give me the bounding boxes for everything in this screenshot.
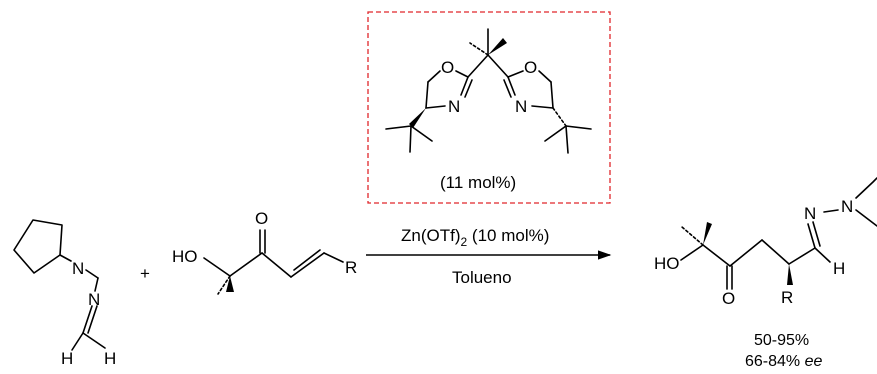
ee-value: 66-84% — [745, 353, 805, 370]
hydrazone-n2-label: N — [88, 290, 100, 309]
reagent-subscript: 2 — [461, 235, 468, 249]
product-r-label: R — [781, 288, 793, 307]
product-n2-label: N — [841, 197, 853, 216]
catalyst-box-ligand: O N O N — [385, 28, 592, 154]
plus-sign: + — [140, 264, 150, 283]
ee-italic: ee — [805, 353, 823, 370]
hydrazone-n1-label: N — [72, 259, 84, 278]
reactant-enone: HO O R — [172, 209, 357, 295]
reagent-suffix: (10 mol%) — [467, 226, 549, 245]
hydrazone-h2-label: H — [104, 349, 116, 368]
product-n1-label: N — [804, 204, 816, 223]
product-ho-label: HO — [654, 254, 680, 273]
yield-label: 50-95% — [754, 332, 809, 349]
reagent-label: Zn(OTf)2 (10 mol%) — [401, 226, 549, 249]
enone-ho-label: HO — [172, 247, 198, 266]
hydrazone-h1-label: H — [61, 349, 73, 368]
enone-o-label: O — [255, 209, 268, 228]
reactant-hydrazone: N N H H — [13, 219, 116, 368]
catalyst-loading-label: (11 mol%) — [440, 173, 516, 192]
catalyst-n-right-label: N — [515, 97, 527, 116]
product-o-label: O — [722, 289, 735, 308]
solvent-label: Tolueno — [452, 268, 512, 287]
product-h-label: H — [833, 259, 845, 278]
catalyst-o-right-label: O — [524, 58, 537, 77]
catalyst-o-left-label: O — [441, 58, 454, 77]
enone-r-label: R — [345, 258, 357, 277]
reagent-prefix: Zn(OTf) — [401, 226, 461, 245]
product-molecule: HO O R H N N — [654, 177, 877, 308]
catalyst-n-left-label: N — [448, 97, 460, 116]
ee-label: 66-84% ee — [745, 353, 822, 370]
catalyst-box — [367, 11, 611, 204]
